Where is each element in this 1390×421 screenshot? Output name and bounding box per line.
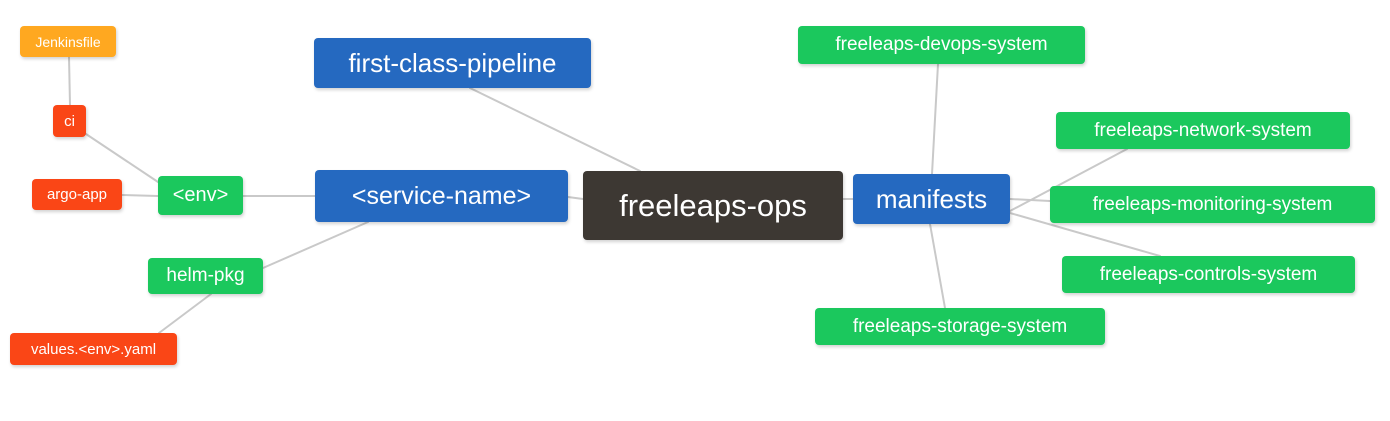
node-label: helm-pkg [166,265,245,286]
node-label: freeleaps-ops [619,187,807,223]
edge-service-name-to-freeleaps-ops [567,196,584,200]
node-ci[interactable]: ci [53,105,86,137]
node-label: Jenkinsfile [35,33,101,50]
node-freeleaps-storage-system[interactable]: freeleaps-storage-system [815,308,1105,345]
edge-ci-to-env [85,133,159,183]
edge-manifests-to-freeleaps-monitoring-system [1009,198,1051,202]
edge-helm-pkg-to-service-name [262,221,369,269]
node-label: freeleaps-storage-system [852,315,1068,337]
node-jenkinsfile[interactable]: Jenkinsfile [20,26,116,57]
node-label: freeleaps-controls-system [1099,263,1318,285]
edge-jenkinsfile-to-ci [68,56,71,106]
node-label: freeleaps-monitoring-system [1092,193,1333,215]
node-label: <env> [172,184,229,206]
node-label: freeleaps-devops-system [835,34,1048,55]
node-label: <service-name> [351,181,532,210]
edge-manifests-to-freeleaps-devops-system [931,63,939,175]
node-freeleaps-controls-system[interactable]: freeleaps-controls-system [1062,256,1355,293]
node-service-name[interactable]: <service-name> [315,170,568,222]
node-freeleaps-monitoring-system[interactable]: freeleaps-monitoring-system [1050,186,1375,223]
edge-manifests-to-freeleaps-storage-system [929,223,946,309]
node-label: first-class-pipeline [348,47,557,78]
node-freeleaps-network-system[interactable]: freeleaps-network-system [1056,112,1350,149]
node-freeleaps-ops[interactable]: freeleaps-ops [583,171,843,240]
node-freeleaps-devops-system[interactable]: freeleaps-devops-system [798,26,1085,64]
node-label: freeleaps-network-system [1094,119,1312,141]
edge-first-class-pipeline-to-freeleaps-ops [469,87,641,172]
node-env[interactable]: <env> [158,176,243,215]
node-label: argo-app [46,186,108,203]
node-argo-app[interactable]: argo-app [32,179,122,210]
node-helm-pkg[interactable]: helm-pkg [148,258,263,294]
node-values-yaml[interactable]: values.<env>.yaml [10,333,177,365]
edge-manifests-to-freeleaps-controls-system [1009,212,1161,257]
edge-values-yaml-to-helm-pkg [158,293,212,334]
node-manifests[interactable]: manifests [853,174,1010,224]
node-first-class-pipeline[interactable]: first-class-pipeline [314,38,591,88]
edge-argo-app-to-env [121,194,159,197]
node-label: manifests [875,183,988,214]
node-label: values.<env>.yaml [30,340,157,358]
node-label: ci [64,112,75,130]
